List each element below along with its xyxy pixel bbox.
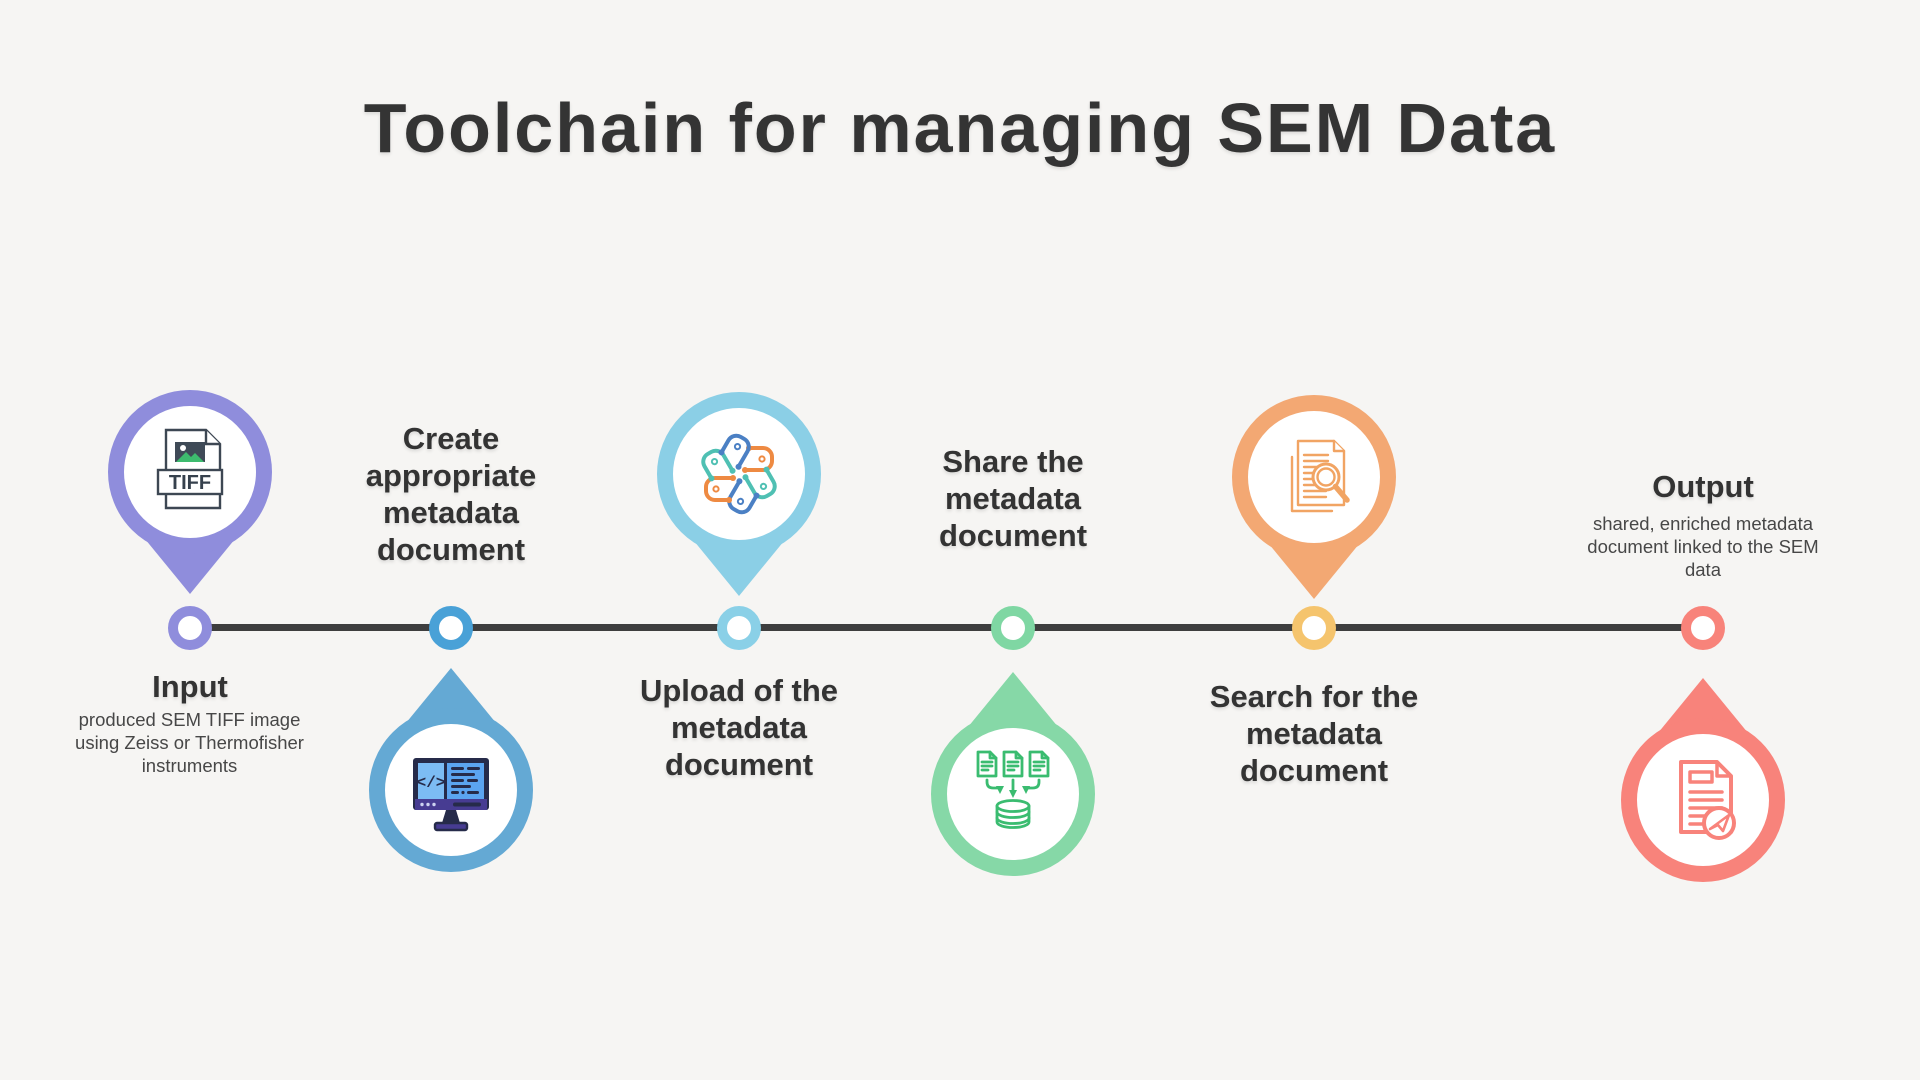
timeline-dot-search-metadata: [1292, 606, 1336, 650]
timeline-dot-upload-metadata: [717, 606, 761, 650]
metadata-pinwheel-icon: [701, 433, 777, 515]
node-heading-output: Output: [1652, 469, 1754, 504]
document-send-icon: [1679, 760, 1736, 840]
timeline-dot-input: [168, 606, 212, 650]
svg-text:</>: </>: [417, 774, 446, 792]
timeline-dot-create-metadata: [429, 606, 473, 650]
timeline-line: [190, 624, 1703, 631]
code-monitor-icon: </>: [413, 758, 489, 832]
pin-marker-create-metadata: </>: [369, 668, 533, 872]
documents-to-database-icon: [976, 750, 1050, 829]
pin-marker-search-metadata: [1232, 395, 1396, 599]
node-label-create-metadata: Create appropriate metadata document: [365, 421, 537, 567]
pin-marker-input: TIFF: [108, 390, 272, 594]
pin-marker-upload-metadata: [657, 392, 821, 596]
document-search-icon: [1290, 439, 1350, 513]
svg-text:TIFF: TIFF: [169, 472, 211, 494]
timeline-dot-output: [1681, 606, 1725, 650]
pin-marker-share-metadata: [931, 672, 1095, 876]
page-title: Toolchain for managing SEM Data: [363, 89, 1557, 167]
node-description-input: produced SEM TIFF image using Zeiss or T…: [75, 709, 304, 776]
node-description-output: shared, enriched metadata document linke…: [1587, 513, 1819, 580]
node-label-search-metadata: Search for the metadata document: [1209, 679, 1419, 788]
tiff-image-file-icon: TIFF: [156, 428, 224, 510]
pin-ring: [657, 392, 821, 556]
node-heading-input: Input: [152, 669, 228, 704]
timeline-dot-share-metadata: [991, 606, 1035, 650]
node-label-upload-metadata: Upload of the metadata document: [639, 673, 839, 782]
pin-marker-output: [1621, 678, 1785, 882]
node-label-share-metadata: Share the metadata document: [938, 444, 1088, 553]
